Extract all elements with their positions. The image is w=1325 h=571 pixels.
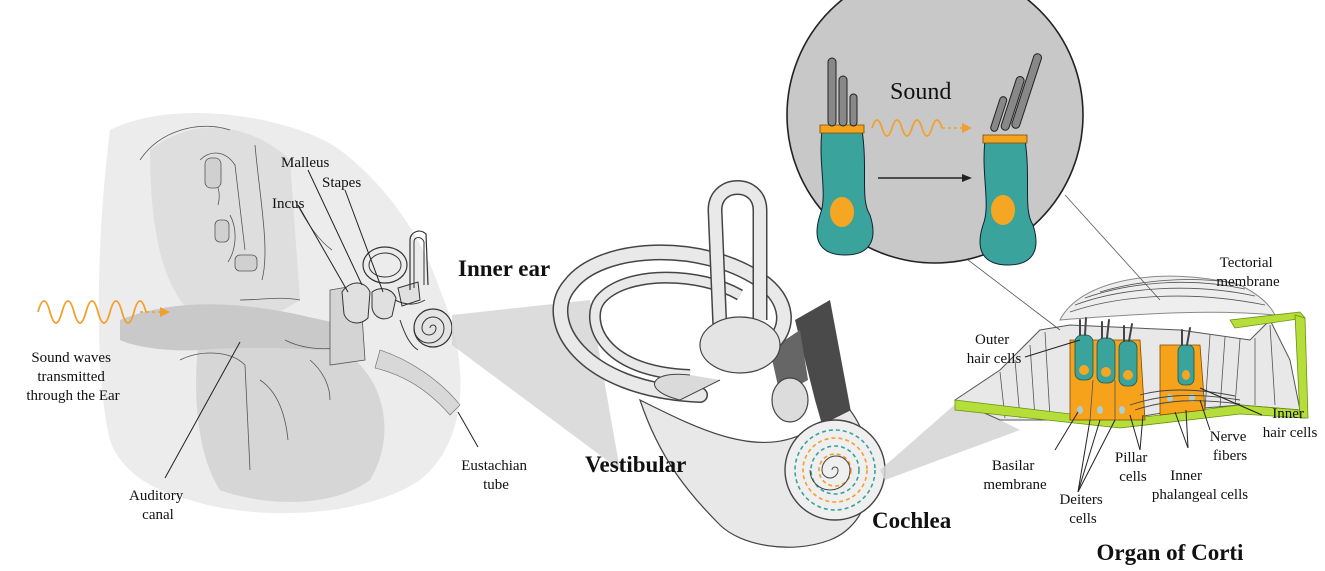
sound-wave-icon [37,300,170,324]
labels: Sound waves transmitted through the Ear … [26,79,1317,565]
pillar-cells-label: Pillar cells [1115,450,1151,485]
organ-of-corti-label: Organ of Corti [1097,540,1245,565]
leader-lines [164,169,1263,493]
deiters-cells-label: Deiters cells [1059,492,1106,527]
eustachian-tube-label: Eustachian tube [461,458,531,493]
vestibular-label: Vestibular [585,452,686,477]
organ-of-corti-illustration [953,275,1309,429]
outer-ear-illustration [98,112,461,514]
incus-label: Incus [272,196,305,212]
hair-cell-after [979,53,1042,266]
hair-cell-before [816,57,874,256]
stapes-label: Stapes [322,175,361,191]
tectorial-membrane-label: Tectorial membrane [1216,255,1280,290]
inner-ear-label: Inner ear [458,256,550,281]
malleus-label: Malleus [281,155,329,171]
inner-hair-cells-label: Inner hair cells [1263,406,1318,441]
inner-phalangeal-cells-label: Inner phalangeal cells [1152,468,1248,503]
zoom-funnel-corti [880,400,1020,480]
sound-waves-label: Sound waves transmitted through the Ear [26,350,119,404]
sound-label: Sound [890,79,951,105]
cochlea-label: Cochlea [872,508,952,533]
inner-ear-illustration [552,180,886,548]
nerve-fibers-label: Nerve fibers [1210,429,1250,464]
outer-hair-cells-label: Outer hair cells [967,332,1022,367]
auditory-canal-label: Auditory canal [129,488,187,523]
basilar-membrane-label: Basilar membrane [983,458,1047,493]
hair-cell-zoom-circle [786,0,1161,331]
